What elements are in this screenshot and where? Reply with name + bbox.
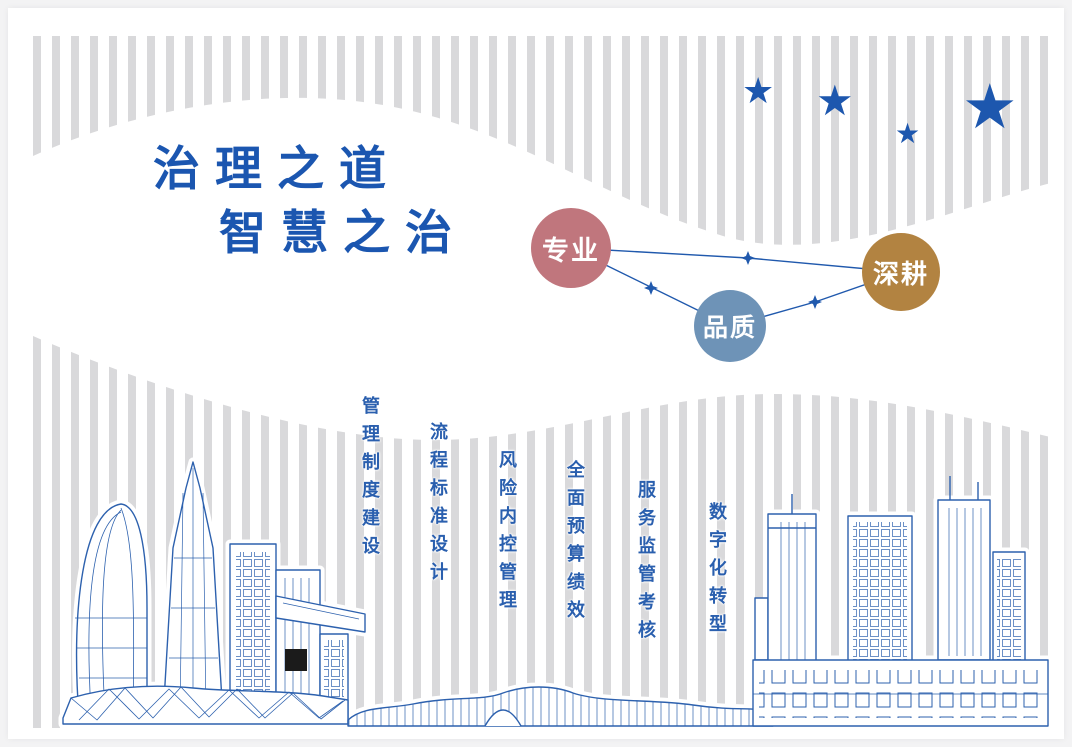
city-skyline-illustration: [58, 457, 1053, 728]
star-icon: ★: [742, 71, 775, 112]
node-deep-cultivation-label: 深耕: [872, 259, 929, 290]
title-line-1: 治理之道: [153, 142, 401, 197]
node-quality-label: 品质: [702, 313, 757, 342]
star-icon: ★: [895, 117, 921, 150]
pillar-budget-performance: 全面预算绩效: [564, 460, 585, 628]
culture-wall-poster: 专业 品质 深耕 治理之道 智慧之治 ★ ★ ★ ★ 管理制度建设 流程标准设计…: [33, 36, 1055, 728]
title-line-2: 智慧之治: [219, 206, 467, 261]
node-professional-label: 专业: [542, 235, 600, 267]
node-quality: 品质: [694, 290, 766, 362]
pillar-management-system: 管理制度建设: [359, 396, 380, 564]
pillar-digital-transformation: 数字化转型: [706, 502, 727, 642]
star-icon: ★: [816, 76, 854, 125]
node-deep-cultivation: 深耕: [862, 233, 940, 311]
pillar-process-standards: 流程标准设计: [427, 422, 448, 590]
pillar-service-supervision: 服务监管考核: [635, 480, 656, 648]
poster-title: 治理之道 智慧之治: [153, 146, 467, 257]
star-icon: ★: [962, 70, 1018, 143]
poster-card: 专业 品质 深耕 治理之道 智慧之治 ★ ★ ★ ★ 管理制度建设 流程标准设计…: [8, 8, 1064, 739]
node-professional: 专业: [531, 208, 611, 288]
pillar-risk-control: 风险内控管理: [496, 450, 517, 618]
